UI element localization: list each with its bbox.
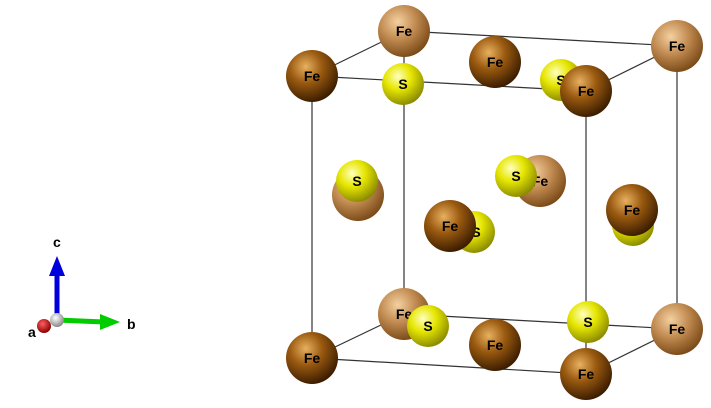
cell-edge	[311, 75, 587, 92]
fe-atom[interactable]: Fe	[469, 319, 521, 371]
cell-edge	[311, 357, 587, 375]
atom-label: S	[423, 318, 432, 334]
c-axis-label: c	[53, 234, 61, 250]
atom-label: Fe	[304, 350, 321, 366]
cell-edge	[403, 313, 678, 330]
atom-label: Fe	[624, 202, 641, 218]
atom-label: S	[398, 76, 407, 92]
atom-label: Fe	[442, 218, 459, 234]
atom-label: S	[556, 72, 565, 88]
s-atom[interactable]: S	[567, 301, 609, 343]
s-atom[interactable]: S	[382, 63, 424, 105]
b-axis-label: b	[127, 316, 136, 332]
fe-atom[interactable]: Fe	[286, 50, 338, 102]
b-axis-arrow	[56, 317, 105, 325]
atom-label: S	[471, 224, 480, 240]
fe-atom[interactable]: Fe	[286, 332, 338, 384]
cell-edge	[403, 30, 678, 47]
s-atom[interactable]: S	[336, 160, 378, 202]
fe-atom[interactable]: Fe	[651, 20, 703, 72]
atom-label: Fe	[578, 366, 595, 382]
a-axis-label: a	[28, 324, 36, 340]
atoms: Fe Fe Fe Fe Fe S S	[286, 5, 703, 400]
atom-label: S	[583, 314, 592, 330]
fe-atom[interactable]: Fe	[560, 65, 612, 117]
fe-atom[interactable]: Fe	[469, 36, 521, 88]
s-atom[interactable]: S	[407, 305, 449, 347]
s-atom[interactable]: S	[495, 155, 537, 197]
fe-atom[interactable]: Fe	[560, 348, 612, 400]
atom-label: Fe	[396, 23, 413, 39]
atom-label: Fe	[487, 337, 504, 353]
axis-orientation-widget: c b a	[28, 234, 136, 340]
atom-label: Fe	[487, 54, 504, 70]
c-axis-arrowhead	[49, 256, 65, 276]
atom-label: Fe	[669, 321, 686, 337]
atom-label: Fe	[304, 68, 321, 84]
unit-cell-edges	[311, 30, 678, 375]
atom-label: S	[352, 173, 361, 189]
fe-atom[interactable]: Fe	[378, 5, 430, 57]
b-axis-arrowhead	[100, 314, 120, 330]
fe-atom[interactable]: Fe	[424, 200, 476, 252]
atom-label: Fe	[669, 38, 686, 54]
a-axis-arrow	[37, 319, 51, 333]
atom-label: S	[511, 168, 520, 184]
origin-sphere	[50, 313, 64, 327]
fe-atom[interactable]: Fe	[606, 184, 658, 236]
atom-label: Fe	[578, 83, 595, 99]
atom-label: Fe	[396, 306, 413, 322]
fe-atom[interactable]: Fe	[651, 303, 703, 355]
